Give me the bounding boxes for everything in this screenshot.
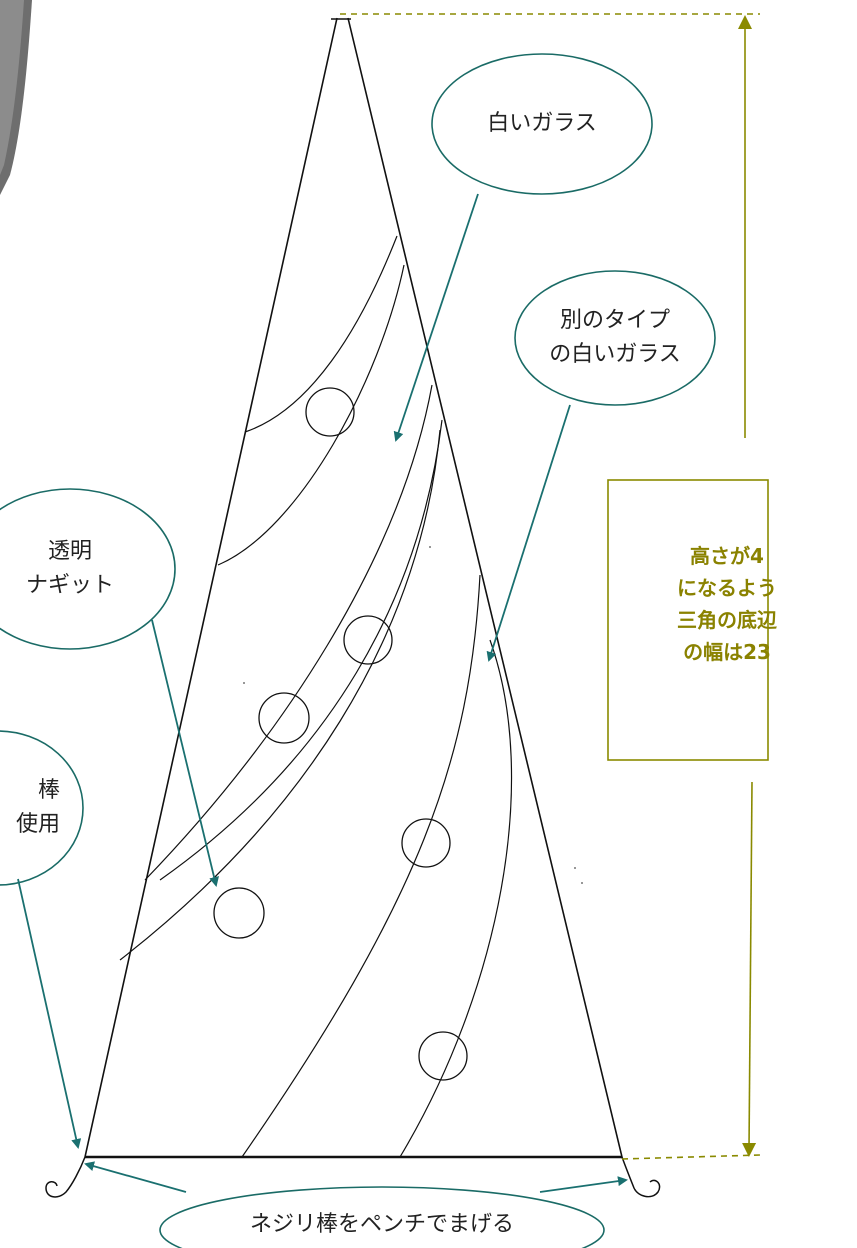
height-dimension bbox=[340, 13, 761, 1160]
callout-white-glass-bubble bbox=[431, 53, 653, 195]
callout-other-glass-bubble bbox=[514, 270, 716, 406]
glass-curves bbox=[119, 235, 513, 1158]
arrow-bend-right bbox=[539, 1176, 628, 1193]
callout-white-glass: 白いガラス bbox=[487, 110, 597, 136]
rod-curls bbox=[45, 1156, 661, 1198]
triangle-frame bbox=[84, 17, 623, 1159]
tree-diagram bbox=[0, 0, 769, 1248]
callout-rod: 棒 使用 bbox=[15, 777, 60, 837]
arrow-bend-left bbox=[84, 1161, 187, 1193]
arrow-clear-nugget bbox=[151, 619, 219, 887]
callout-rod-bubble bbox=[0, 730, 84, 886]
arrow-rod bbox=[17, 878, 82, 1149]
glass-nuggets bbox=[213, 387, 468, 1081]
callout-bend-rod: ネジリ棒をペンチでまげる bbox=[249, 1212, 514, 1237]
height-note: 高さが4 になるよう 三角の底辺 の幅は23 bbox=[608, 480, 777, 760]
callout-bend-rod-bubble bbox=[159, 1186, 605, 1248]
note-box bbox=[607, 479, 769, 761]
callout-clear-nugget-bubble bbox=[0, 488, 176, 650]
callout-other-white-glass: 別のタイプ の白いガラス bbox=[549, 307, 681, 367]
arrow-white-glass bbox=[393, 193, 479, 442]
arrow-other-glass bbox=[486, 404, 571, 662]
height-note-text: 高さが4 になるよう 三角の底辺 の幅は23 bbox=[677, 544, 777, 664]
callout-clear-nugget: 透明 ナギット bbox=[25, 538, 114, 598]
